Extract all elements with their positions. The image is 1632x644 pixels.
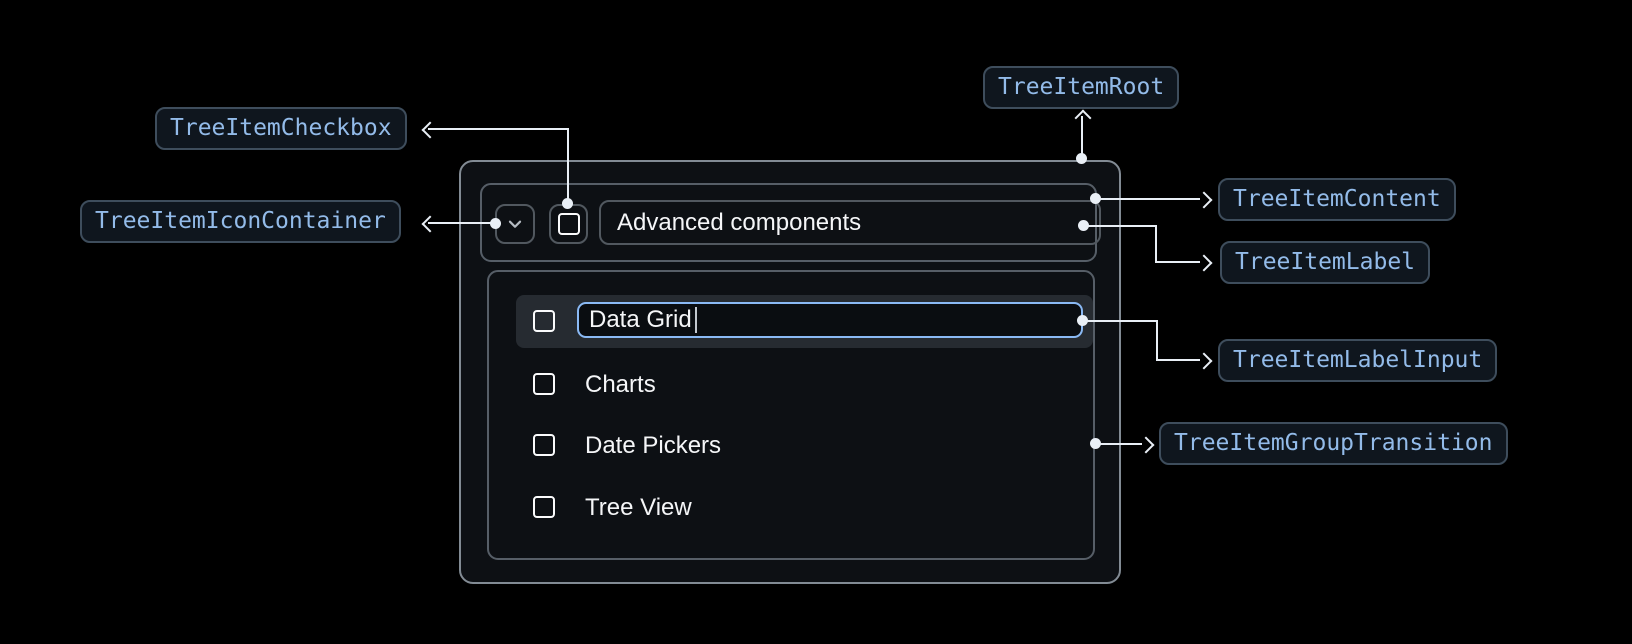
arrowhead-right-icon xyxy=(1195,191,1213,209)
tree-item-row[interactable]: Charts xyxy=(585,371,656,398)
arrowhead-left-icon xyxy=(421,121,439,139)
item-checkbox[interactable] xyxy=(533,496,555,518)
arrowhead-up-icon xyxy=(1074,109,1092,127)
tree-item-root-box xyxy=(459,160,1121,584)
item-checkbox[interactable] xyxy=(533,310,555,332)
item-label: Charts xyxy=(585,370,656,398)
connector-label-input-h2 xyxy=(1156,359,1200,361)
item-checkbox[interactable] xyxy=(533,373,555,395)
arrowhead-right-icon xyxy=(1195,352,1213,370)
annotation-tree-item-root: TreeItemRoot xyxy=(983,66,1180,109)
connector-root xyxy=(1081,116,1083,159)
annotation-tree-item-checkbox: TreeItemCheckbox xyxy=(155,107,407,150)
arrowhead-right-icon xyxy=(1195,254,1213,272)
tree-item-label-box: Advanced components xyxy=(599,200,1101,245)
connector-label-input-v xyxy=(1156,320,1158,361)
annotation-tree-item-group-transition: TreeItemGroupTransition xyxy=(1159,422,1508,465)
connector-icon-container xyxy=(428,222,496,224)
annotation-tree-item-icon-container: TreeItemIconContainer xyxy=(80,200,401,243)
item-label: Tree View xyxy=(585,493,692,521)
connector-content xyxy=(1094,198,1200,200)
arrowhead-right-icon xyxy=(1137,436,1155,454)
connector-label-v xyxy=(1155,225,1157,263)
tree-item-row[interactable]: Tree View xyxy=(585,494,692,521)
annotation-tree-item-label-input: TreeItemLabelInput xyxy=(1218,339,1498,382)
tree-item-checkbox[interactable] xyxy=(557,213,580,235)
connector-checkbox-v xyxy=(567,128,569,202)
tree-item-checkbox-container[interactable] xyxy=(549,204,588,244)
tree-item-row[interactable]: Date Pickers xyxy=(585,432,721,459)
arrowhead-left-icon xyxy=(421,215,439,233)
tree-item-icon-container[interactable] xyxy=(495,204,535,244)
connector-dot-checkbox xyxy=(562,198,573,209)
item-label: Date Pickers xyxy=(585,431,722,459)
connector-group-transition xyxy=(1095,443,1142,445)
label-input-value: Data Grid xyxy=(589,306,692,333)
connector-checkbox-h xyxy=(428,128,569,130)
annotation-tree-item-label: TreeItemLabel xyxy=(1220,241,1431,284)
text-caret xyxy=(694,307,697,333)
chevron-down-icon xyxy=(508,220,522,228)
connector-label-input-h1 xyxy=(1082,320,1158,322)
tree-item-label: Advanced components xyxy=(617,208,862,236)
item-checkbox[interactable] xyxy=(533,434,555,456)
tree-item-group-transition-box xyxy=(487,270,1095,560)
connector-dot-icon-container xyxy=(490,218,501,229)
connector-label-h2 xyxy=(1155,261,1200,263)
tree-item-label-input[interactable]: Data Grid xyxy=(577,302,1083,338)
connector-dot-root xyxy=(1076,153,1087,164)
connector-label-h1 xyxy=(1083,225,1157,227)
annotation-tree-item-content: TreeItemContent xyxy=(1218,178,1456,221)
